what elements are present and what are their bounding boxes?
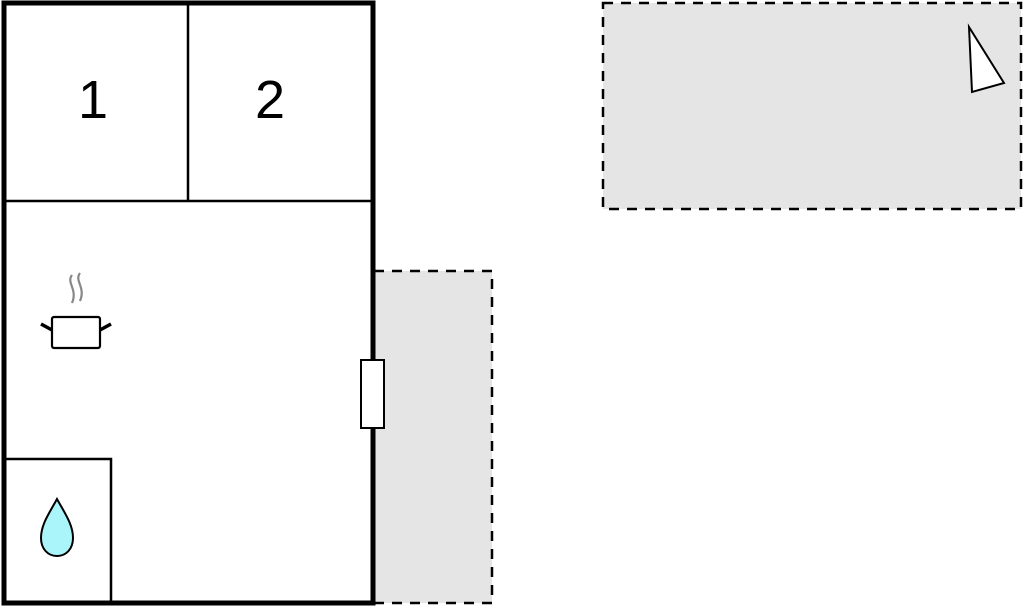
room-label-1: 1 <box>78 70 108 130</box>
room-label-2: 2 <box>255 70 285 130</box>
terrace-area <box>374 269 494 605</box>
door-icon <box>360 359 385 429</box>
parking-area <box>601 1 1023 211</box>
cooking-pot-icon <box>40 272 112 350</box>
water-drop-icon <box>39 496 75 558</box>
interior-walls <box>4 3 373 603</box>
compass-north-icon <box>967 23 1006 94</box>
